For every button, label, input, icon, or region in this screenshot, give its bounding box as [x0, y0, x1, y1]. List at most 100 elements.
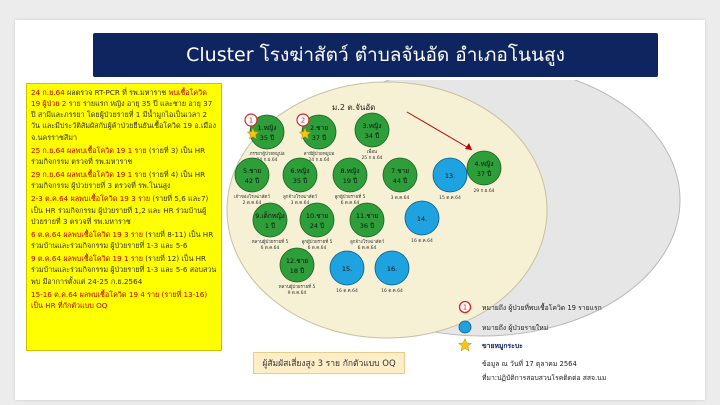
case-caption: ลูกจ้างโรงฆ่าสัตว์ [283, 193, 317, 200]
case-node: 6.หญิง35 ปีลูกจ้างโรงฆ่าสัตว์3 ต.ค.64 [282, 157, 318, 206]
case-node: 14. 16 ต.ค.64 [404, 200, 440, 244]
case-label: 9.เด็กหญิง [255, 211, 285, 220]
case-age: 36 ปี [360, 222, 374, 230]
case-circle [252, 202, 288, 238]
case-date: 16 ต.ค.64 [381, 288, 403, 294]
case-caption: เจ้าของโรงฆ่าสัตว์ [234, 193, 270, 200]
risk-contact-note: ผู้สัมผัสเสี่ยงสูง 3 ราย กักตัวแบบ OQ [253, 352, 405, 374]
case-node: 15.16 ต.ค.64 [329, 250, 365, 294]
case-date: 6 ต.ค.64 [341, 200, 360, 206]
star-icon [458, 338, 472, 352]
case-date: 9 ต.ค.64 [288, 290, 307, 296]
case-caption: ลูกจ้างโรงฆ่าสัตว์ [350, 238, 384, 245]
case-date: 15 ต.ค.64 [439, 195, 461, 201]
red-circle-icon: 1 [458, 300, 472, 314]
case-caption: เพื่อน [367, 148, 377, 155]
data-source: ที่มา:ปฏิบัติการสอบสวนโรคติดต่อ สสจ.นม [482, 374, 607, 382]
case-age: 35 ปี [293, 177, 307, 185]
case-age: 19 ปี [343, 177, 357, 185]
case-age: 24 ปี [310, 222, 324, 230]
case-caption: หลานผู้ป่วยรายที่ 5 [252, 238, 289, 245]
timeline-entry: 24 ก.ย.64 ผลตรวจ RT-PCR ที่ รพ.มหาราช พบ… [31, 88, 216, 142]
timeline-entry: 25 ก.ย.64 ผลพบเชื้อโควิด 19 1 ราย (รายที… [31, 145, 206, 166]
case-node: 8.หญิง 19 ปีลูกผู้ป่วยรายที่ 56 ต.ค.64 [332, 157, 368, 206]
case-date: 24 ก.ย.64 [256, 157, 277, 163]
timeline-entry: 9 ต.ค.64 ผลพบเชื้อโควิด 19 1 ราย (รายที่… [31, 254, 217, 286]
new-case-circle [329, 250, 365, 286]
blue-circle-icon [458, 320, 472, 334]
case-node: 4.หญิง37 ปี29 ก.ย.64 [466, 150, 502, 194]
case-label: 8.หญิง [340, 167, 359, 175]
case-label: 11.ชาย [356, 212, 378, 220]
case-caption: หลานผู้ป่วยรายที่ 5 [279, 283, 316, 290]
case-caption: ลูกผู้ป่วยรายที่ 5 [302, 238, 333, 245]
case-circle [349, 202, 385, 238]
first-case-marker [296, 113, 310, 127]
case-node: 12.ชาย 18 ปีหลานผู้ป่วยรายที่ 59 ต.ค.64 [279, 247, 316, 296]
new-case-circle [432, 157, 468, 193]
case-age: 37 ปี [477, 170, 491, 178]
case-circle [282, 157, 318, 193]
case-circle [382, 157, 418, 193]
new-case-circle [404, 200, 440, 236]
timeline-panel: 24 ก.ย.64 ผลตรวจ RT-PCR ที่ รพ.มหาราช พบ… [26, 83, 222, 351]
case-label: 16. [387, 265, 397, 273]
case-age: 35 ปี [260, 134, 274, 142]
legend-star: ขายหมูกระบะ [458, 338, 523, 352]
case-age: 34 ปี [365, 132, 379, 140]
case-caption: ภรรยาผู้ป่วยหมูบ่อ [249, 151, 284, 157]
case-caption: ลูกผู้ป่วยรายที่ 5 [335, 193, 366, 200]
timeline-entry: 15-16 ต.ค.64 ผลพบเชื้อโควิด 19 4 ราย (รา… [31, 289, 208, 310]
case-date: 2 ต.ค.64 [243, 200, 262, 206]
case-date: 6 ต.ค.64 [358, 245, 377, 251]
first-case-marker-label: 2 [301, 117, 305, 125]
case-age: 42 ปี [245, 177, 259, 185]
case-circle [234, 157, 270, 193]
case-date: 3 ต.ค.64 [291, 200, 310, 206]
case-age: 18 ปี [290, 267, 304, 275]
case-date: 6 ต.ค.64 [261, 245, 280, 251]
case-node: 5.ชาย 42 ปีเจ้าของโรงฆ่าสัตว์2 ต.ค.64 [234, 157, 270, 206]
case-label: 10.ชาย [306, 212, 328, 220]
case-date: 25 ก.ย.64 [361, 155, 382, 161]
case-date: 24 ก.ย.64 [308, 157, 329, 163]
data-date: ข้อมูล ณ วันที่ 17 ตุลาคม 2564 [482, 360, 577, 368]
case-age: 37 ปี [312, 134, 326, 142]
case-label: 3.หญิง [362, 122, 381, 130]
legend-new-case: หมายถึง ผู้ป่วยรายใหม่ [458, 320, 548, 334]
case-date: 3 ต.ค.64 [391, 195, 410, 201]
first-case-marker [244, 113, 258, 127]
village-label: ม.2 ต.จันอัด [332, 103, 375, 112]
case-age: 1 ปี [265, 222, 275, 230]
case-label: 14. [417, 215, 427, 223]
case-label: 15. [342, 265, 352, 273]
case-age: 44 ปี [393, 177, 407, 185]
pork-seller-star [298, 127, 312, 140]
case-circle [354, 112, 390, 148]
case-label: 12.ชาย [286, 257, 308, 265]
transmission-arrow [406, 111, 473, 151]
timeline-entry: 29 ก.ย.64 ผลพบเชื้อโควิด 19 1 ราย (รายที… [31, 170, 206, 191]
case-caption: สามีผู้ป่วยหมูบ่อ [304, 151, 335, 157]
svg-text:1: 1 [463, 304, 467, 312]
legend-new-case-label: หมายถึง ผู้ป่วยรายใหม่ [482, 323, 549, 332]
timeline-entry: 2-3 ต.ค.64 ผลพบเชื้อโควิด 19 3 ราย (รายท… [31, 194, 209, 226]
case-circle [332, 157, 368, 193]
case-node: 16. 16 ต.ค.64 [374, 250, 410, 294]
case-date: 16 ต.ค.64 [411, 238, 433, 244]
case-circle [299, 202, 335, 238]
legend-first-case-label: หมายถึง ผู้ป่วยที่พบเชื้อโควิด 19 รายแรก [482, 303, 602, 312]
case-circle [279, 247, 315, 283]
case-label: 5.ชาย [243, 167, 261, 175]
new-case-circle [374, 250, 410, 286]
timeline-entry: 6 ต.ค.64 ผลพบเชื้อโควิด 19 3 ราย (รายที่… [31, 229, 214, 251]
cluster-diagram: ม.2 ต.จันอัด 1.หญิง35 ปีภรรยาผู้ป่วยหมูบ… [226, 80, 681, 339]
case-node: 9.เด็กหญิง 1 ปีหลานผู้ป่วยรายที่ 56 ต.ค.6… [252, 202, 289, 251]
legend-star-label: ขายหมูกระบะ [482, 341, 523, 350]
case-circle [466, 150, 502, 186]
case-label: 4.หญิง [474, 160, 493, 168]
case-node: 1.หญิง35 ปีภรรยาผู้ป่วยหมูบ่อ24 ก.ย.641 [244, 113, 285, 163]
